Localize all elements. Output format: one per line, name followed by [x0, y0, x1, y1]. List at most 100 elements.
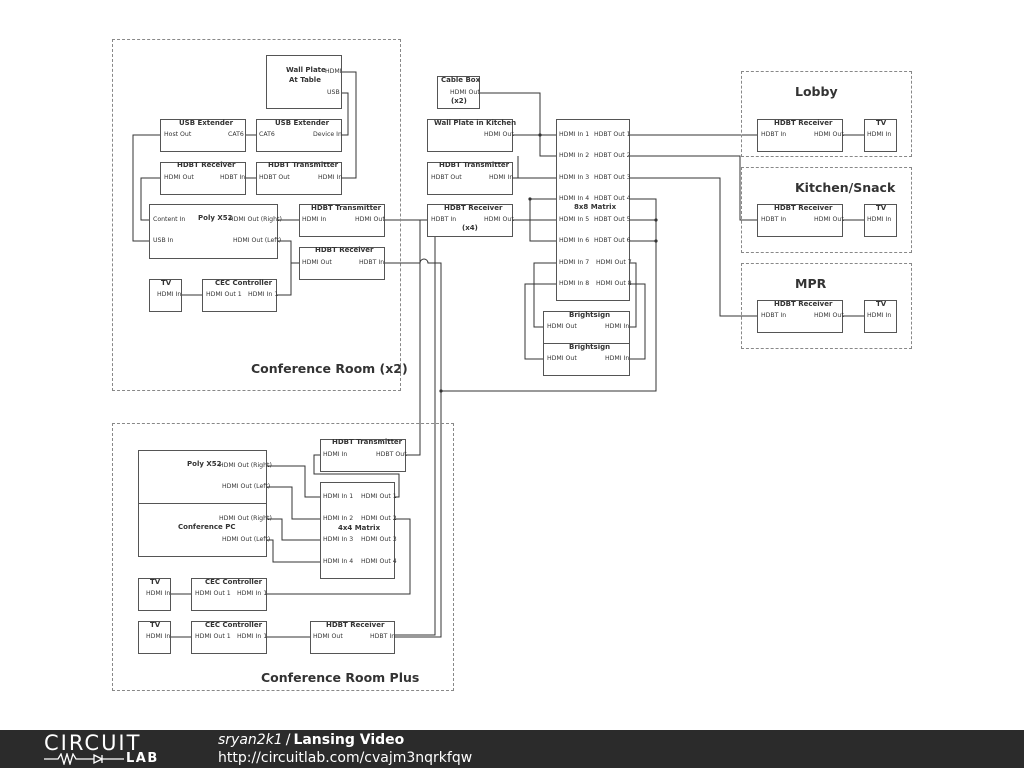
block-title: HDBT Transmitter [439, 161, 510, 169]
circuit-url[interactable]: http://circuitlab.com/cvajm3nqrkfqw [218, 750, 473, 766]
port-label: HDMI Out [547, 355, 577, 362]
hdbt-receiver-block [757, 204, 843, 237]
port-label: HDMI In 2 [323, 515, 354, 522]
port-label: HDMI In [302, 216, 327, 223]
author-name[interactable]: sryan2k1 [218, 732, 283, 748]
port-label: HDMI In [605, 355, 630, 362]
hdbt-transmitter-block [256, 162, 342, 195]
port-label: HDBT In [359, 259, 385, 266]
footer-title-line: sryan2k1/Lansing Video [218, 732, 404, 748]
block-title: Cable Box [441, 76, 481, 84]
tv-block [149, 279, 182, 312]
port-label: HDMI Out (Right) [219, 515, 272, 522]
hdbt-receiver-block [299, 247, 385, 280]
block-title: 8x8 Matrix [574, 203, 617, 211]
port-label: HDBT Out [376, 451, 407, 458]
port-label: HDMI Out [814, 312, 844, 319]
port-label: HDMI Out [302, 259, 332, 266]
port-label: HDMI Out [484, 131, 514, 138]
block-title: CEC Controller [205, 578, 263, 586]
block-title: TV [150, 621, 161, 629]
port-label: HDMI In [867, 312, 892, 319]
wire [629, 262, 637, 328]
port-label: HDMI In 1 [237, 590, 268, 597]
port-label: HDMI In [489, 174, 514, 181]
port-label: HDMI Out (Left) [233, 237, 282, 244]
logo-lab-text: LAB [126, 751, 159, 766]
block-title: TV [876, 119, 887, 127]
port-label: HDMI Out [547, 323, 577, 330]
wire [266, 539, 320, 563]
wire [629, 177, 757, 317]
port-label: USB [327, 89, 340, 96]
port-label: HDMI Out [355, 216, 385, 223]
block-title: TV [150, 578, 161, 586]
port-label: HDMI Out 7 [596, 259, 632, 266]
wire [266, 465, 320, 498]
wire [140, 177, 160, 221]
logo-waveform-icon [44, 753, 124, 765]
port-label: HDBT In [761, 312, 787, 319]
matrix-4x4-block [320, 482, 395, 579]
port-label: HDMI Out [450, 89, 480, 96]
group-label-mpr: MPR [795, 276, 827, 291]
block-title: HDBT Receiver [774, 300, 833, 308]
port-label: HDMI Out 2 [361, 515, 397, 522]
port-label: HDMI In 1 [323, 493, 354, 500]
port-label: HDMI In [146, 590, 171, 597]
group-lobby [741, 71, 912, 157]
block-title: HDBT Receiver [177, 161, 236, 169]
tv-block [138, 621, 171, 654]
group-label-lobby: Lobby [795, 84, 838, 99]
wire [629, 155, 757, 221]
port-label: HDMI Out (Left) [222, 483, 271, 490]
wire [266, 518, 320, 541]
group-label-conference-room-plus: Conference Room Plus [261, 670, 420, 685]
port-label: HDBT In [220, 174, 246, 181]
block-note: (x2) [451, 97, 467, 105]
wire [341, 71, 357, 179]
port-label: HDMI In 4 [323, 558, 354, 565]
wire [384, 220, 436, 636]
port-label: HDBT Out 1 [594, 131, 631, 138]
group-conference-room-plus [112, 423, 454, 691]
wire-layer [132, 71, 864, 638]
wire [404, 220, 421, 456]
block-title: HDBT Receiver [444, 204, 503, 212]
cec-controller-block [202, 279, 277, 312]
circuit-title[interactable]: Lansing Video [293, 732, 405, 748]
port-label: HDMI In 4 [559, 195, 590, 202]
junction-dot [528, 197, 532, 201]
block-title: 4x4 Matrix [338, 524, 381, 532]
cec-controller-block [191, 578, 267, 611]
hdbt-receiver-block [757, 300, 843, 333]
port-label: HDBT In [370, 633, 396, 640]
port-label: HDMI In [867, 131, 892, 138]
usb-extender-device-block [256, 119, 342, 152]
port-label: HDMI Out 1 [361, 493, 397, 500]
cable-box-block [437, 76, 480, 109]
port-label: HDMI Out 3 [361, 536, 397, 543]
port-label: HDBT Out 6 [594, 237, 631, 244]
port-label: HDMI In 5 [559, 216, 590, 223]
block-title: USB Extender [275, 119, 330, 127]
block-title: CEC Controller [205, 621, 263, 629]
port-label: HDBT Out 4 [594, 195, 631, 202]
port-label: HDMI Out 1 [195, 633, 231, 640]
usb-extender-host-block [160, 119, 246, 152]
port-label: HDMI In 8 [559, 280, 590, 287]
hdbt-receiver-block [757, 119, 843, 152]
poly-x52-block [138, 450, 267, 504]
port-label: Device In [313, 131, 342, 138]
conference-pc-block [138, 503, 267, 557]
port-label: Host Out [164, 131, 192, 138]
wire [341, 92, 349, 136]
tv-block [864, 119, 897, 152]
group-label-kitchen: Kitchen/Snack [795, 180, 896, 195]
wire [266, 486, 320, 520]
hdbt-receiver-block [310, 621, 395, 654]
wire [479, 92, 556, 157]
port-label: HDMI Out (Right) [219, 462, 272, 469]
port-label: HDMI In [323, 451, 348, 458]
block-title: CEC Controller [215, 279, 273, 287]
